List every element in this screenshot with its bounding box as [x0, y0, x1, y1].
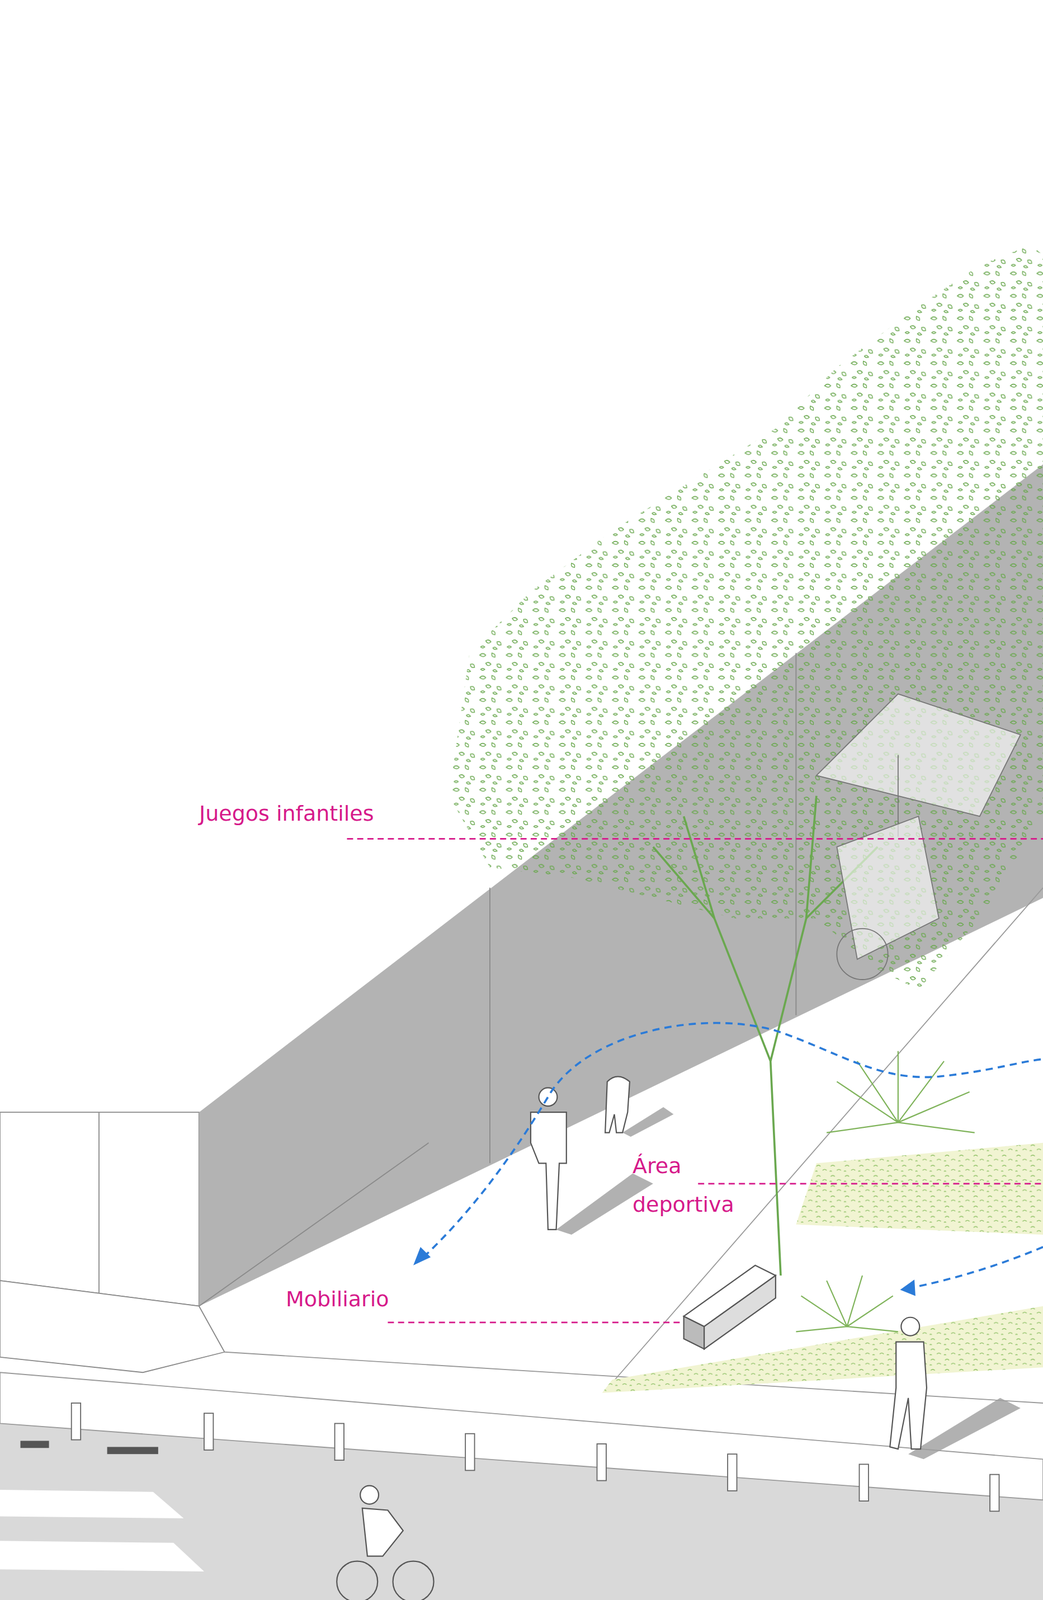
zone-label: Mobiliario — [285, 1286, 390, 1311]
zone-label: Juegos infantiles — [199, 800, 375, 826]
zone-label: Área deportiva — [632, 1146, 762, 1224]
